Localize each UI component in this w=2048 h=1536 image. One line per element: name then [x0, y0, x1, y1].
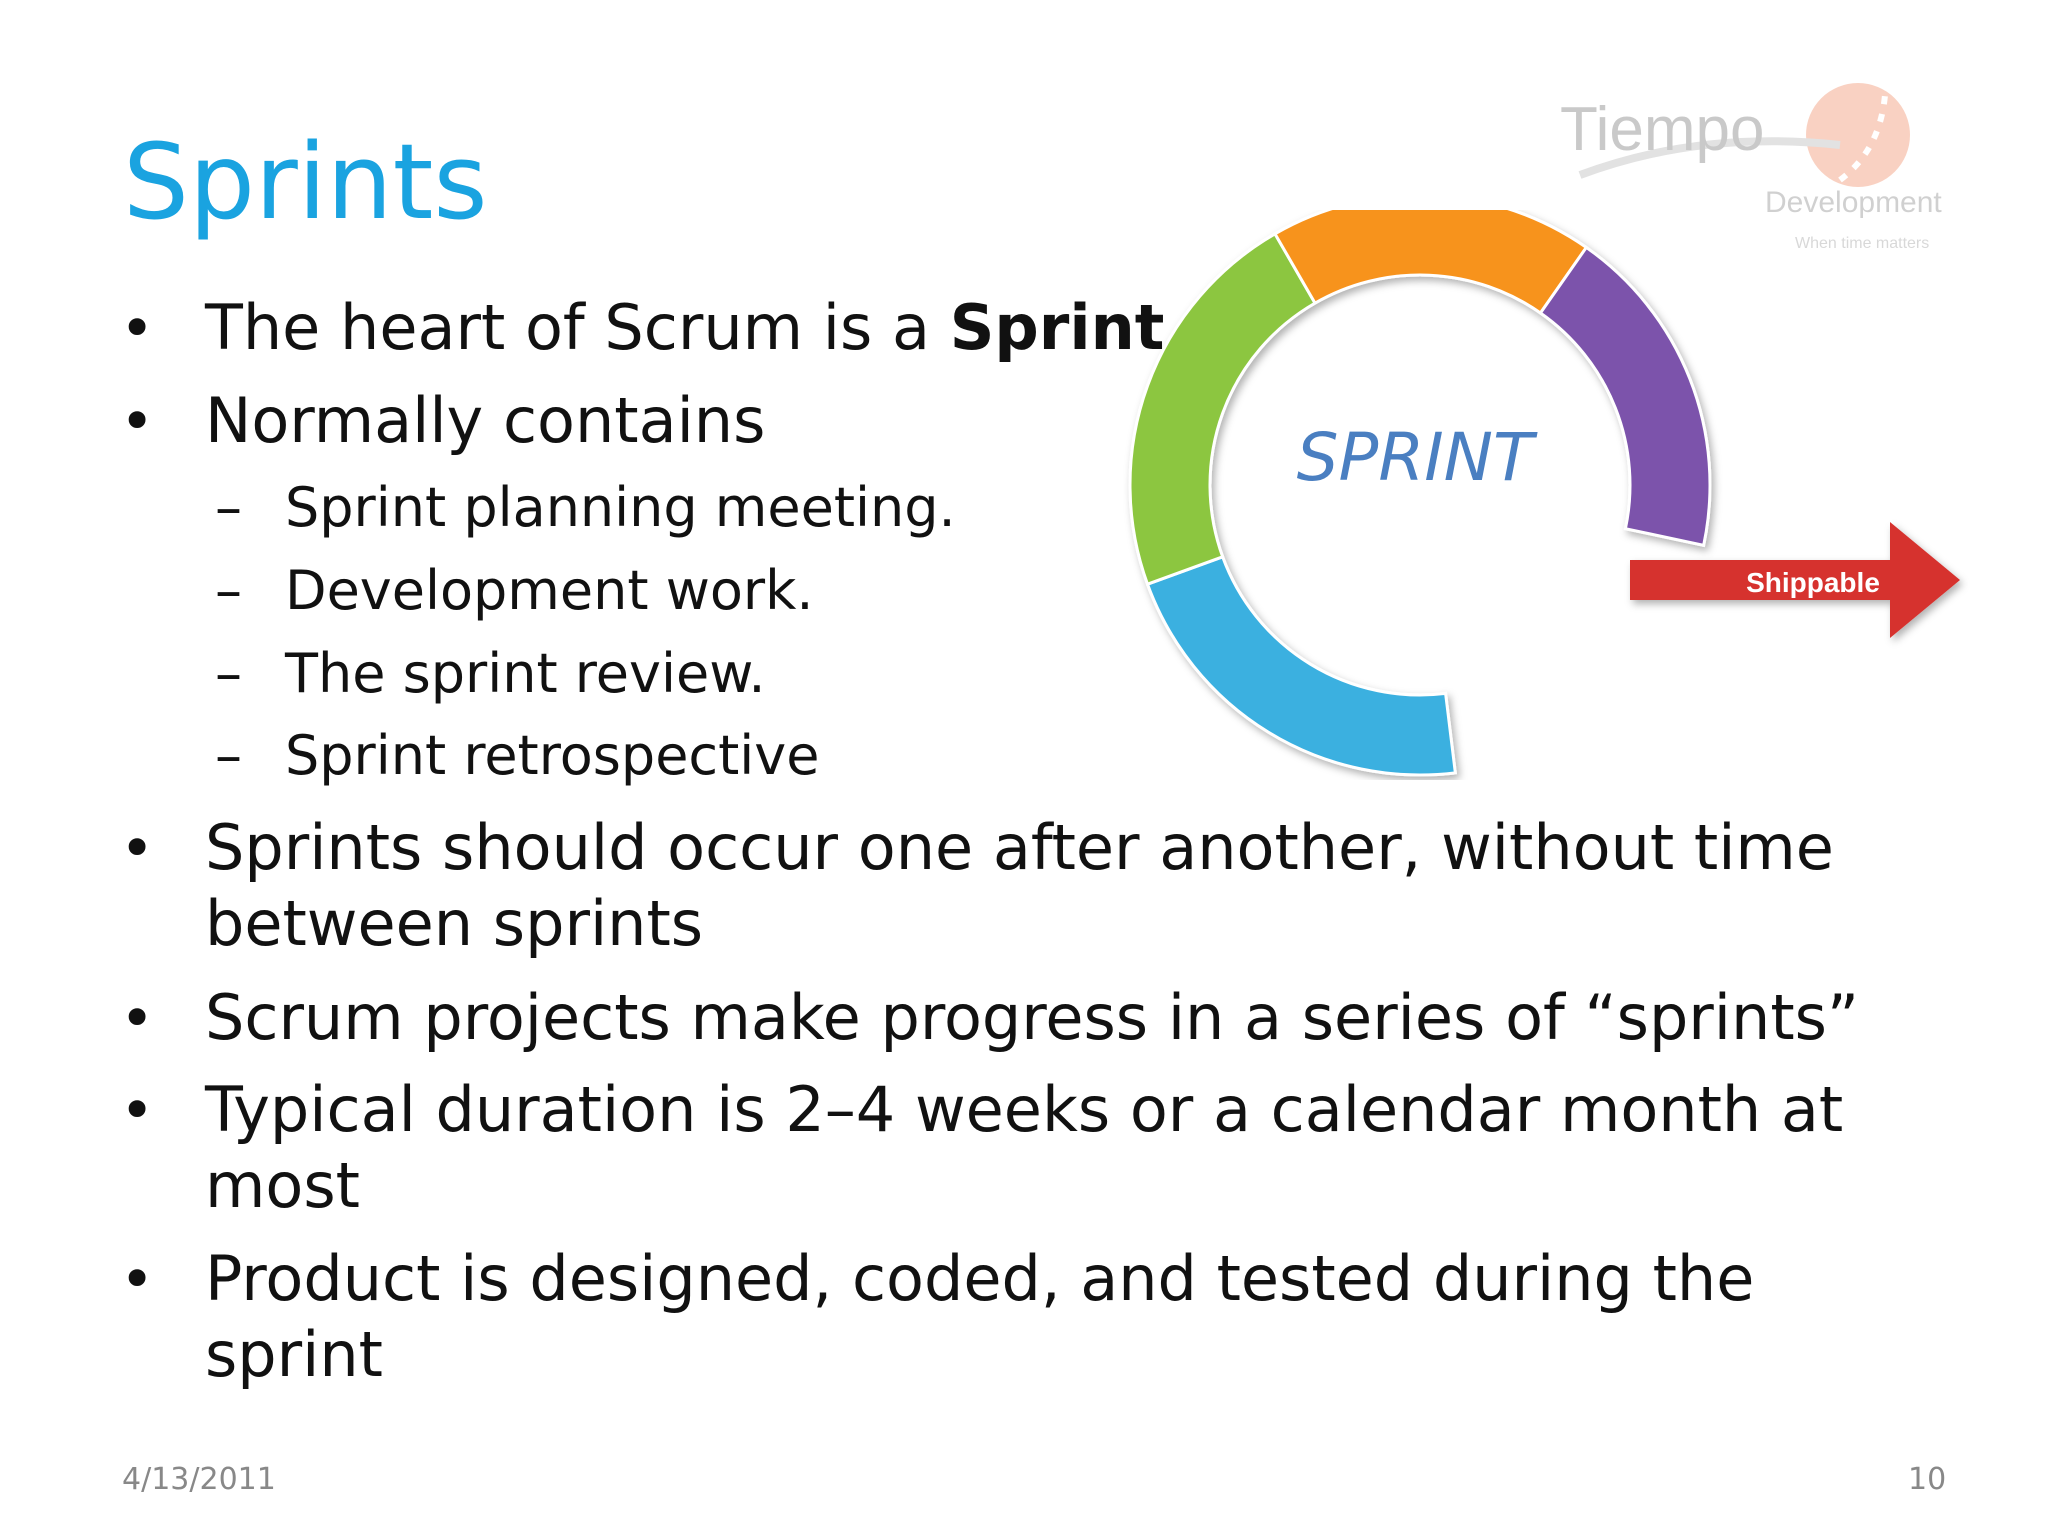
bullet-icon: •: [120, 1245, 155, 1313]
bullet-icon: •: [120, 387, 155, 455]
dash-icon: –: [215, 724, 242, 787]
slide-title: Sprints: [123, 121, 488, 243]
bullet-icon: •: [120, 984, 155, 1052]
bullet-item: • The heart of Scrum is a Sprint: [110, 290, 1164, 366]
page-number: 10: [1908, 1462, 1947, 1497]
sub-bullet-item: – Sprint planning meeting.: [215, 476, 956, 539]
logo-subtitle: Development: [1765, 186, 1942, 219]
logo-orange-circle: [1806, 83, 1910, 187]
logo-gray-swoosh: [1578, 137, 1841, 179]
purple-segment: [1538, 245, 1712, 548]
bullet-icon: •: [120, 1076, 155, 1144]
dash-icon: –: [215, 476, 242, 539]
sub-bullet-item: – The sprint review.: [215, 642, 766, 705]
sprint-label: SPRINT: [1297, 419, 1538, 496]
shippable-arrow: [1630, 522, 1960, 638]
cyan-segment: [1145, 554, 1458, 777]
tiempo-logo: Tiempo Development When time matters: [1560, 83, 1942, 252]
green-segment: [1128, 231, 1318, 587]
orange-segment: [1272, 210, 1589, 316]
footer-date: 4/13/2011: [122, 1462, 276, 1497]
bullet-item: • Typical duration is 2–4 weeks or a cal…: [110, 1072, 1843, 1224]
bullet-icon: •: [120, 294, 155, 362]
logo-name: Tiempo: [1560, 95, 1764, 164]
dash-icon: –: [215, 559, 242, 622]
bullet-item: • Normally contains: [110, 383, 765, 459]
bullet-item: • Sprints should occur one after another…: [110, 810, 1834, 962]
dash-icon: –: [215, 642, 242, 705]
bullet-icon: •: [120, 814, 155, 882]
sub-bullet-item: – Sprint retrospective: [215, 724, 820, 787]
shippable-label: Shippable: [1746, 567, 1880, 598]
sub-bullet-item: – Development work.: [215, 559, 814, 622]
sprint-cycle-diagram: Shippable SPRINT: [1128, 210, 1960, 777]
logo-tagline: When time matters: [1795, 235, 1929, 252]
bullet-item: • Product is designed, coded, and tested…: [110, 1241, 1754, 1393]
bullet-item: • Scrum projects make progress in a seri…: [110, 980, 1859, 1056]
